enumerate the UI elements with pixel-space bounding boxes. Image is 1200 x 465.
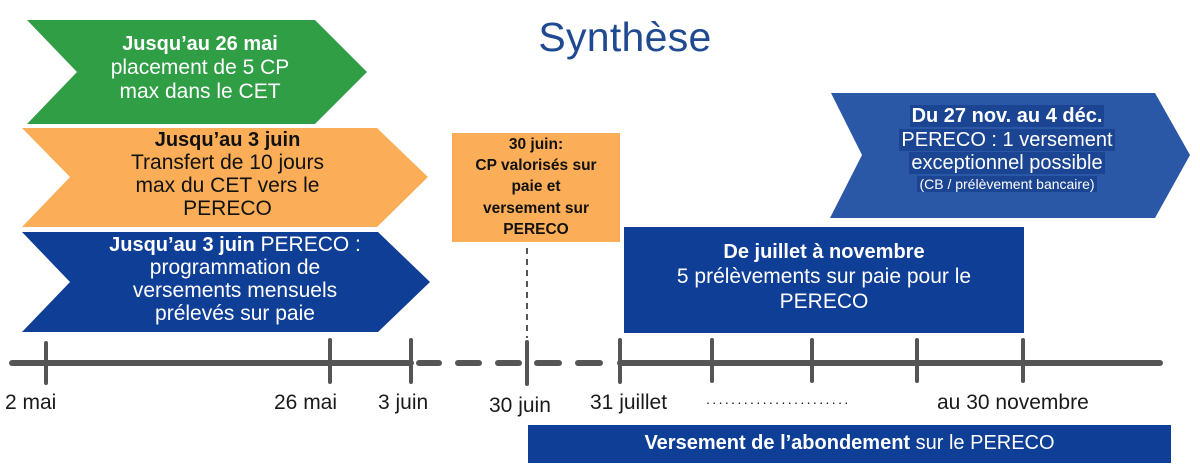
exceptional-text: Du 27 nov. au 4 déc. PERECO : 1 versemen… [862, 105, 1152, 192]
step-line: PERECO [183, 197, 272, 221]
chevron-placement-cp [27, 20, 367, 124]
step-date: Jusqu’au 3 juin [154, 129, 301, 151]
abondement-text: Versement de l’abondement sur le PERECO [528, 432, 1171, 455]
june-box-text: 30 juin: CP valorisés sur paie et versem… [452, 134, 620, 240]
step-heading-suffix: PERECO : [254, 233, 361, 256]
step-line: placement de 5 CP [110, 55, 290, 79]
step-line: max du CET vers le [135, 174, 320, 198]
exceptional-small: (CB / prélèvement bancaire) [917, 175, 1097, 192]
exceptional-line: exceptionnel possible [909, 152, 1105, 175]
june-line: versement sur [483, 199, 589, 217]
monthly-line: 5 prélèvements sur paie pour le [676, 265, 972, 288]
monthly-heading: De juillet à novembre [723, 241, 925, 263]
label-30-novembre: au 30 novembre [937, 391, 1089, 414]
label-2-mai: 2 mai [5, 391, 57, 414]
step-line: versements mensuels [132, 279, 338, 303]
label-dots: ....................... [706, 391, 851, 407]
june-line: 30 juin: [508, 136, 564, 153]
step-line: programmation de [149, 256, 321, 280]
timeline-axis [9, 338, 1163, 386]
step-placement-cp: Jusqu’au 26 mai placement de 5 CP max da… [80, 33, 320, 104]
step-line: max dans le CET [119, 79, 281, 103]
step-line: prélevés sur paie [155, 302, 315, 326]
bar-abondement [528, 425, 1171, 463]
chevron-programmation [22, 232, 430, 332]
monthly-line: PERECO [779, 290, 869, 314]
step-transfert-cet: Jusqu’au 3 juin Transfert de 10 jours ma… [85, 129, 370, 220]
label-30-juin: 30 juin [489, 394, 551, 417]
label-26-mai: 26 mai [274, 391, 338, 414]
monthly-box-text: De juillet à novembre 5 prélèvements sur… [624, 240, 1024, 314]
step-heading: Jusqu’au 3 juin PERECO : [70, 233, 400, 256]
step-date: Jusqu’au 3 juin [109, 234, 255, 256]
step-programmation: Jusqu’au 3 juin PERECO : programmation d… [70, 233, 400, 325]
box-30-juin [452, 133, 620, 242]
exceptional-line: PERECO : 1 versement [899, 128, 1115, 151]
page-title: Synthèse [538, 14, 712, 60]
chevron-transfert-cet [22, 128, 428, 227]
june-line: paie et [511, 178, 561, 196]
label-31-juillet: 31 juillet [590, 391, 668, 414]
exceptional-heading: Du 27 nov. au 4 déc. [909, 105, 1105, 127]
june-line: CP valorisés sur [475, 157, 597, 175]
step-date: Jusqu’au 26 mai [122, 33, 278, 55]
june-line: PERECO [503, 220, 569, 238]
abondement-rest: sur le PERECO [910, 432, 1055, 454]
abondement-bold: Versement de l’abondement [644, 432, 911, 454]
label-3-juin: 3 juin [378, 391, 429, 414]
box-juillet-novembre [624, 227, 1024, 333]
step-line: Transfert de 10 jours [131, 151, 324, 174]
